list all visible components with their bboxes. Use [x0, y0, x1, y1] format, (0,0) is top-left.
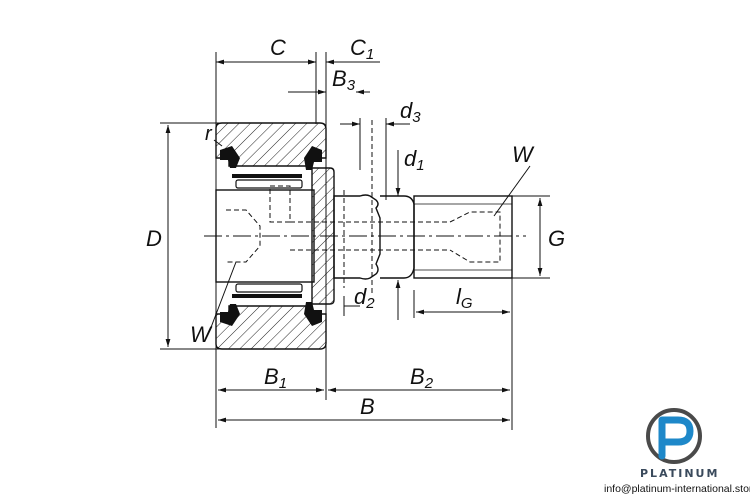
label-B3: B3 — [332, 66, 356, 94]
label-r: r — [205, 123, 213, 145]
label-d2: d2 — [354, 284, 375, 312]
label-d1: d1 — [404, 146, 425, 174]
label-B: B — [360, 394, 375, 419]
label-C1: C1 — [350, 35, 374, 63]
brand-email: info@platinum-international.store — [604, 483, 750, 495]
label-W-top: W — [512, 142, 535, 167]
dimension-lines — [160, 52, 550, 430]
label-C: C — [270, 35, 286, 60]
label-W-bottom: W — [190, 322, 213, 347]
logo-p-mark — [658, 416, 694, 460]
label-d3: d3 — [400, 98, 421, 126]
brand-name: PLATINUM — [640, 467, 719, 480]
label-B2: B2 — [410, 364, 434, 392]
platinum-logo: PLATINUM info@platinum-international.sto… — [604, 408, 750, 495]
needle-rollers — [235, 179, 303, 293]
label-B1: B1 — [264, 364, 287, 392]
dimension-labels: C C1 B3 d3 d1 W r D G W d2 lG B1 B2 B — [146, 35, 565, 419]
hidden-features — [226, 120, 501, 296]
label-lG: lG — [456, 284, 473, 312]
label-D: D — [146, 226, 162, 251]
seals — [220, 146, 322, 326]
label-G: G — [548, 226, 565, 251]
logo-p-icon — [646, 408, 702, 464]
